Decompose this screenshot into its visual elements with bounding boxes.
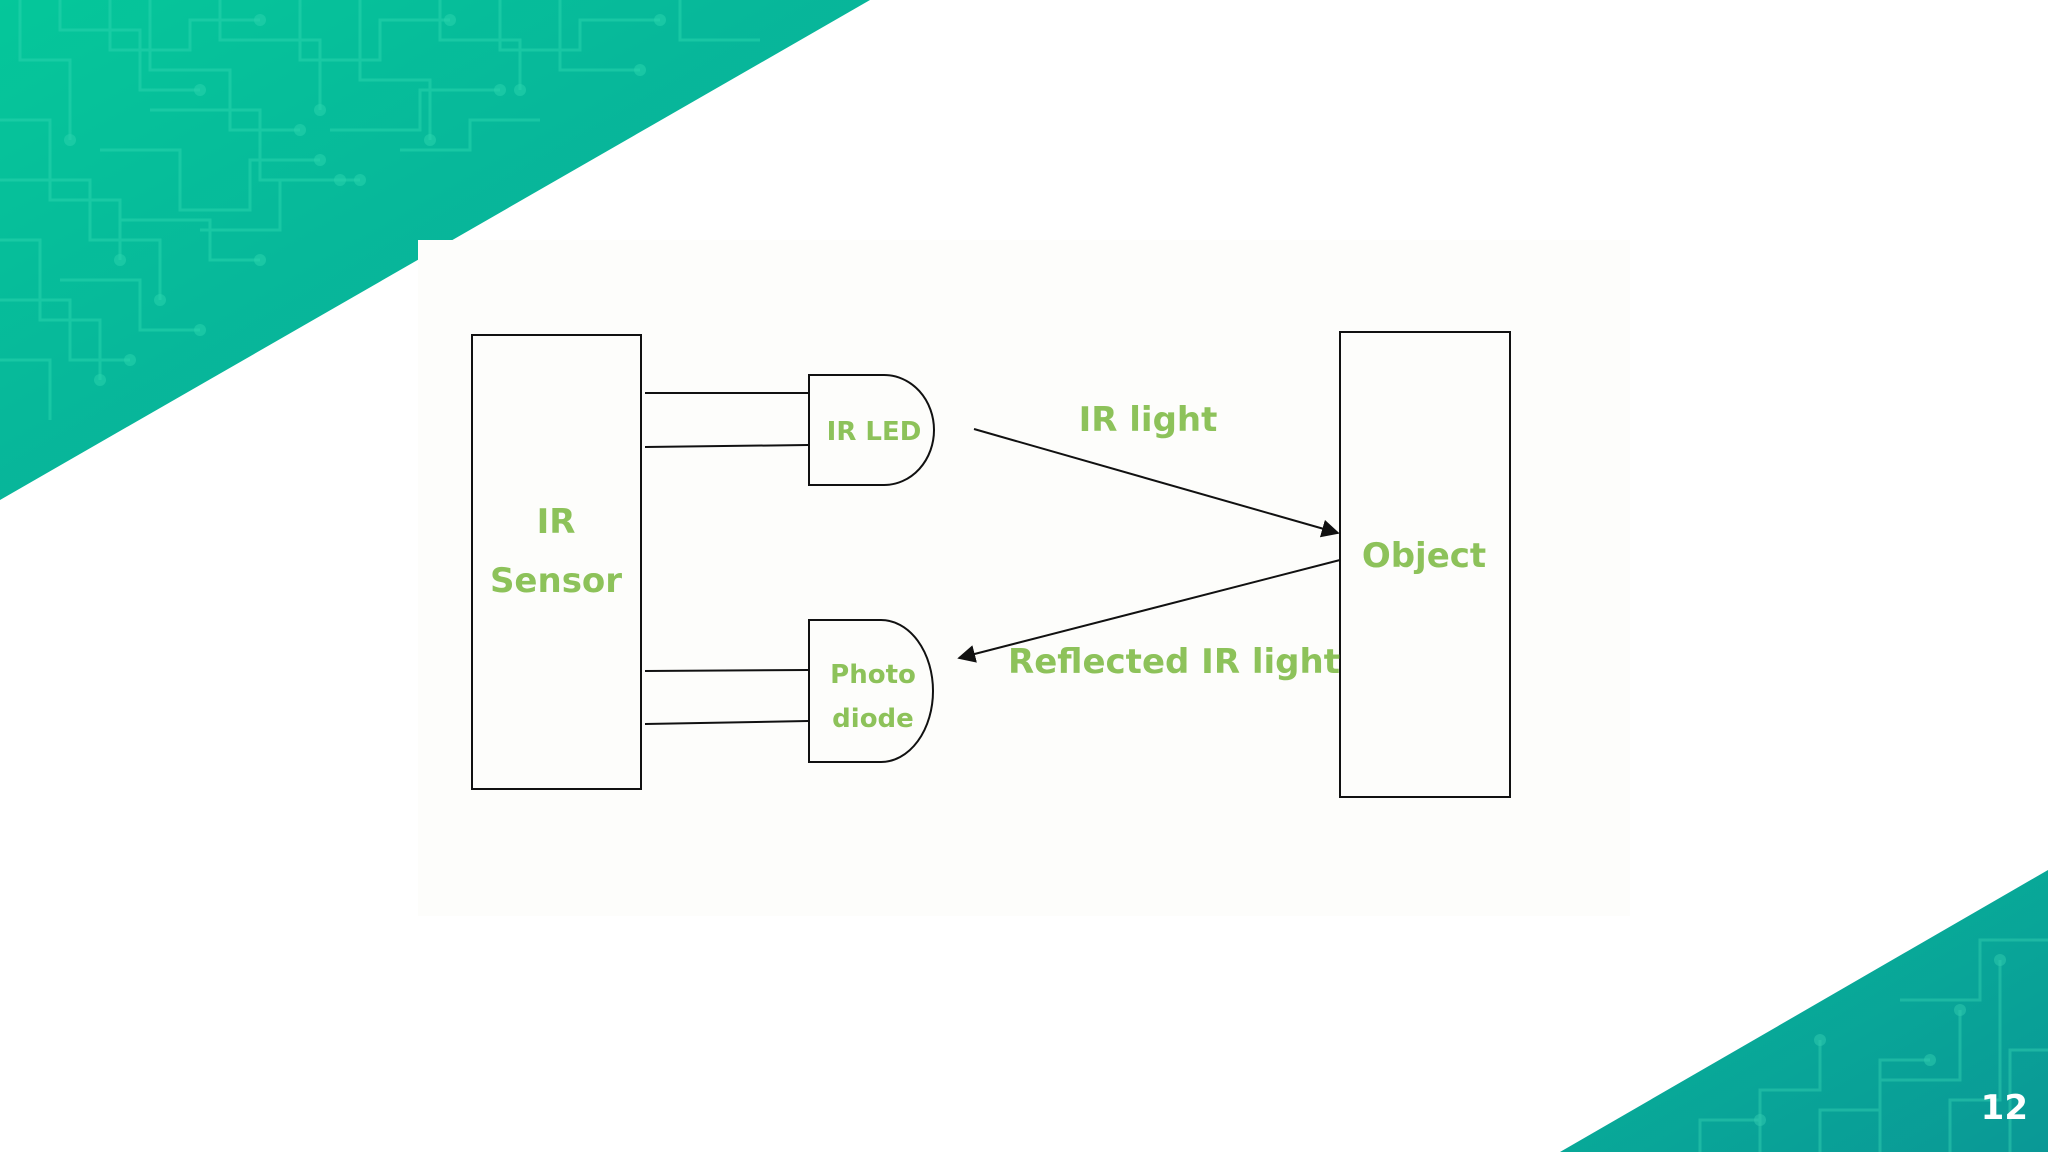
photodiode-wire-bottom xyxy=(644,720,809,725)
ir-light-label: IR light xyxy=(1079,400,1218,440)
reflected-ir-light-label: Reflected IR light xyxy=(1008,642,1340,682)
ir-light-arrow xyxy=(973,428,1340,538)
ir-sensor-diagram: IR Sensor IR LED Photo diode Object IR l… xyxy=(418,240,1630,916)
led-wire-bottom xyxy=(644,444,809,448)
photodiode-label-line1: Photo xyxy=(830,660,916,690)
ir-sensor-box xyxy=(471,334,642,790)
photodiode-wire-top xyxy=(644,669,809,672)
ir-sensor-label-line2: Sensor xyxy=(490,561,622,601)
slide-page-number: 12 xyxy=(1980,1088,2028,1128)
ir-led-shape xyxy=(808,374,935,486)
object-label: Object xyxy=(1362,536,1486,576)
photodiode-label-line2: diode xyxy=(832,704,914,734)
diagram-canvas: IR Sensor IR LED Photo diode Object IR l… xyxy=(471,331,1511,798)
photodiode-shape xyxy=(808,619,934,763)
ir-sensor-label-line1: IR xyxy=(537,502,576,542)
object-box xyxy=(1339,331,1511,798)
ir-led-label: IR LED xyxy=(827,417,922,447)
reflected-ir-light-arrow xyxy=(957,559,1341,663)
